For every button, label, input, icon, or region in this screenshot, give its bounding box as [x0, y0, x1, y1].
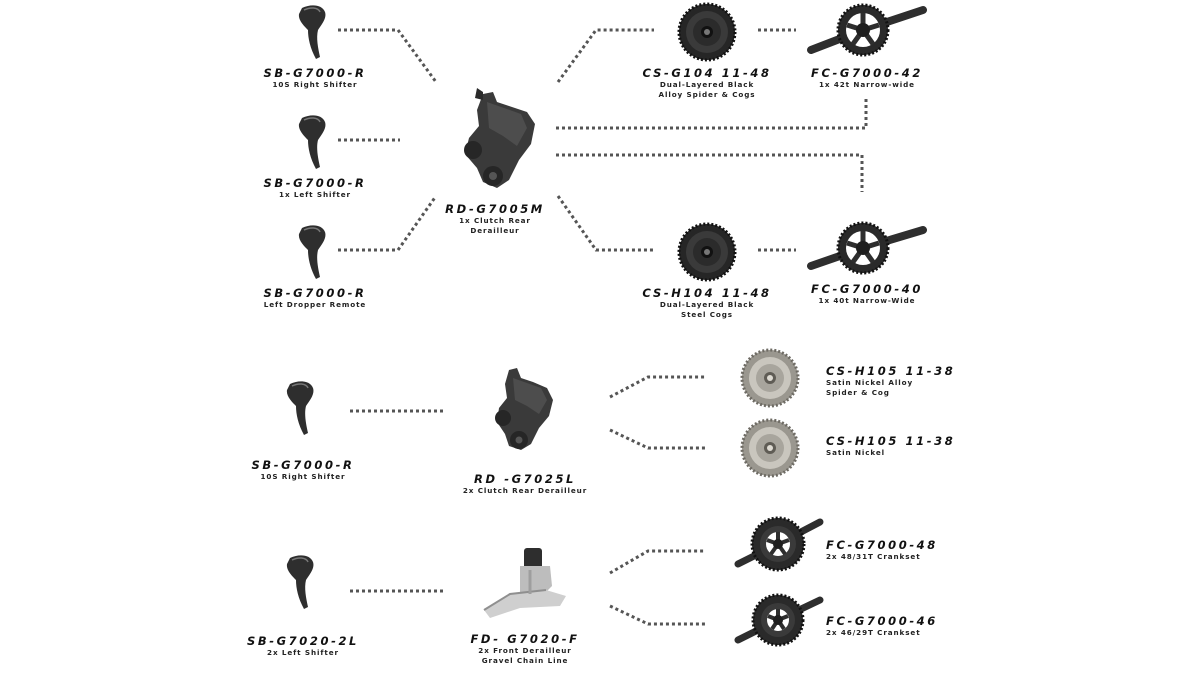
component-code: SB-G7000-R	[263, 176, 367, 190]
component-code: CS-H105 11-38	[826, 364, 956, 378]
component-description: Dual-Layered Black Steel Cogs	[659, 300, 755, 319]
brake-shifter-icon	[298, 5, 326, 60]
component-description: 10S Right Shifter	[260, 472, 346, 481]
brake-shifter-icon	[286, 555, 314, 609]
connector-rd-cassette-steel	[556, 195, 654, 252]
component-code: FC-G7000-46	[826, 614, 938, 628]
component-description: Satin Nickel Alloy Spider & Cog	[826, 378, 914, 397]
component-description: 1x 40t Narrow-Wide	[818, 296, 916, 305]
connector-shifter-right-rd	[338, 28, 438, 83]
component-description: 1x 42t Narrow-wide	[819, 80, 915, 89]
brake-shifter-icon	[286, 381, 314, 435]
connector-rd-cassette-alloy	[556, 28, 654, 83]
component-rd-g7025l: RD -G7025L 2x Clutch Rear Derailleur	[445, 366, 605, 496]
rear-derailleur-icon	[495, 368, 553, 450]
component-code: FD- G7020-F	[470, 632, 580, 646]
component-code: RD-G7005M	[445, 202, 545, 216]
silver-cassette-icon	[740, 418, 800, 478]
component-description: 2x 46/29T Crankset	[826, 628, 921, 637]
component-cs-g104: CS-G104 11-48 Dual-Layered Black Alloy S…	[632, 2, 782, 99]
component-code: CS-H104 11-48	[642, 286, 772, 300]
connector-dropper-rd	[338, 195, 438, 252]
component-fd-g7020-f: FD- G7020-F 2x Front Derailleur Gravel C…	[445, 546, 605, 665]
double-crankset-icon	[734, 516, 824, 572]
connector-fd-crank-46	[609, 604, 706, 626]
component-description: Left Dropper Remote	[263, 300, 367, 309]
connector-rd-crank-40	[556, 153, 864, 192]
component-description: Dual-Layered Black Alloy Spider & Cogs	[658, 80, 756, 99]
component-code: SB-G7000-R	[251, 458, 355, 472]
component-sb-g7000-r-2x: SB-G7000-R 10S Right Shifter	[228, 378, 378, 482]
component-fc-g7000-42: FC-G7000-42 1x 42t Narrow-wide	[792, 2, 942, 90]
component-sb-g7000-r-left: SB-G7000-R 1x Left Shifter	[240, 112, 390, 200]
component-code: CS-G104 11-48	[642, 66, 772, 80]
silver-cassette-icon	[740, 348, 800, 408]
component-cs-h104: CS-H104 11-48 Dual-Layered Black Steel C…	[632, 222, 782, 319]
component-code: RD -G7025L	[474, 472, 576, 486]
rear-derailleur-icon	[464, 88, 535, 188]
connector-rd2x-cassette-nickel	[609, 428, 706, 450]
component-sb-g7020-2l: SB-G7020-2L 2x Left Shifter	[228, 552, 378, 658]
component-code: FC-G7000-40	[811, 282, 923, 296]
component-fc-g7000-40: FC-G7000-40 1x 40t Narrow-Wide	[792, 218, 942, 306]
component-description: Satin Nickel	[826, 448, 886, 457]
component-description: 2x Left Shifter	[267, 648, 339, 657]
component-description: 1x Clutch Rear Derailleur	[459, 216, 531, 235]
brake-shifter-icon	[298, 225, 326, 279]
component-description: 2x Clutch Rear Derailleur	[462, 486, 588, 495]
connector-fd-crank-48	[609, 549, 706, 575]
component-code: SB-G7000-R	[263, 66, 367, 80]
component-sb-g7000-r-dropper: SB-G7000-R Left Dropper Remote	[240, 222, 390, 310]
brake-shifter-icon	[298, 115, 326, 169]
component-sb-g7000-r-right: SB-G7000-R 10S Right Shifter	[240, 2, 390, 90]
component-description: 2x Front Derailleur Gravel Chain Line	[478, 646, 572, 665]
component-code: FC-G7000-48	[826, 538, 938, 552]
component-rd-g7005m: RD-G7005M 1x Clutch Rear Derailleur	[420, 88, 570, 235]
connector-rd-crank-42	[556, 96, 868, 130]
front-derailleur-icon	[483, 548, 566, 618]
cassette-icon	[677, 222, 737, 282]
component-code: FC-G7000-42	[811, 66, 923, 80]
single-crankset-icon	[807, 3, 927, 57]
single-crankset-icon	[807, 221, 927, 275]
component-code: SB-G7000-R	[263, 286, 367, 300]
component-description: 10S Right Shifter	[272, 80, 358, 89]
connector-rd2x-cassette-alloy	[609, 375, 706, 399]
cassette-icon	[677, 2, 737, 62]
component-code: SB-G7020-2L	[247, 634, 359, 648]
double-crankset-icon	[734, 593, 824, 647]
component-description: 2x 48/31T Crankset	[826, 552, 921, 561]
component-description: 1x Left Shifter	[279, 190, 351, 199]
component-code: CS-H105 11-38	[826, 434, 956, 448]
